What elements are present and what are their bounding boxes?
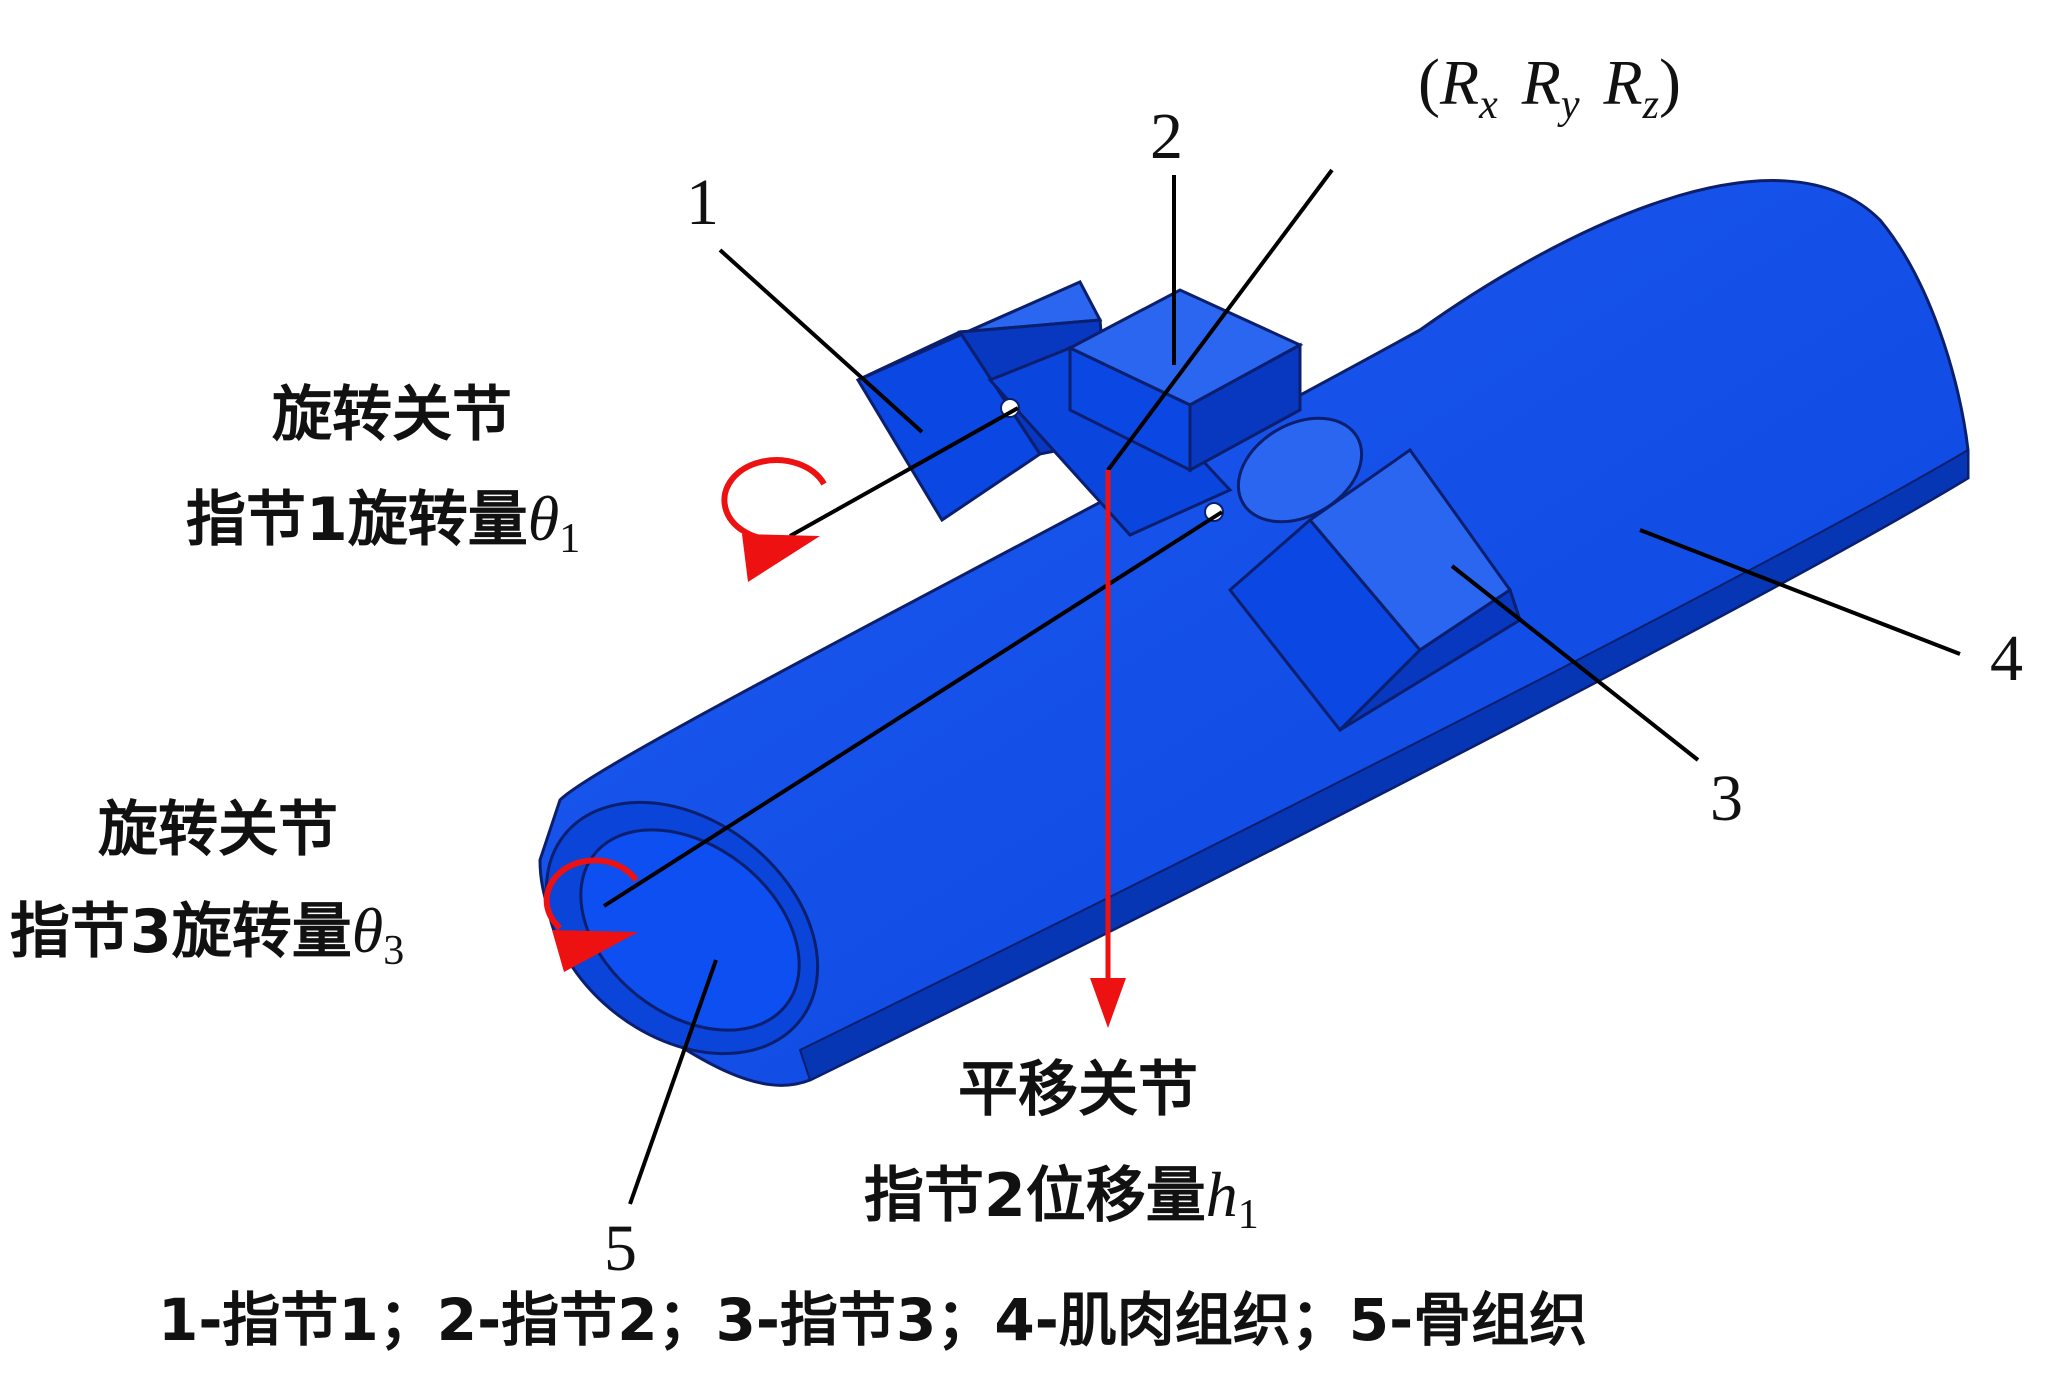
motion-arrows: [543, 457, 1126, 1028]
rotation-arrow-1: [721, 457, 827, 544]
finger-segment-3: [1227, 416, 1522, 733]
joint-2-desc: 指节2位移量h1: [864, 1159, 1259, 1238]
muscle-side-band: [798, 448, 1969, 1082]
finger-segment-2: [987, 288, 1304, 537]
joint-3-title: 旋转关节: [98, 795, 338, 865]
leader-4: [1639, 528, 1961, 656]
label-part-2: 2: [1150, 100, 1183, 173]
joint-pin-1: [1000, 398, 1020, 418]
joint-2-title: 平移关节: [958, 1055, 1198, 1125]
leader-5: [628, 959, 718, 1205]
joint-axis-3: [602, 510, 1224, 908]
label-part-4: 4: [1990, 622, 2023, 695]
joint-axis-1: [789, 406, 1019, 538]
segment-2-side: [1188, 342, 1302, 473]
label-part-5: 5: [604, 1212, 637, 1285]
leader-rot-axis: [1106, 168, 1334, 472]
part-labels: 1 2 3 4 5: [604, 100, 2023, 1285]
leader-1: [718, 248, 924, 434]
leader-lines: [602, 168, 1961, 1205]
joint-3-desc: 指节3旋转量θ3: [10, 895, 404, 974]
joint-2-annotation: 平移关节 指节2位移量h1: [864, 1055, 1259, 1238]
rotation-arrow-3-head: [552, 930, 638, 972]
label-part-3: 3: [1710, 762, 1743, 835]
translation-arrow-head: [1090, 978, 1126, 1028]
joint-3-annotation: 旋转关节 指节3旋转量θ3: [10, 795, 404, 974]
rotation-arrow-1-head: [742, 534, 820, 582]
figure-caption: 1-指节1；2-指节2；3-指节3；4-肌肉组织；5-骨组织: [158, 1286, 1587, 1354]
label-part-1: 1: [686, 166, 719, 239]
leader-3: [1450, 564, 1700, 762]
joint-1-desc: 指节1旋转量θ1: [186, 483, 580, 562]
joint-1-annotation: 旋转关节 指节1旋转量θ1: [186, 380, 580, 562]
segment-2-link-plate: [987, 338, 1233, 537]
rotation-arrow-3: [543, 857, 639, 931]
joint-1-title: 旋转关节: [272, 380, 512, 450]
